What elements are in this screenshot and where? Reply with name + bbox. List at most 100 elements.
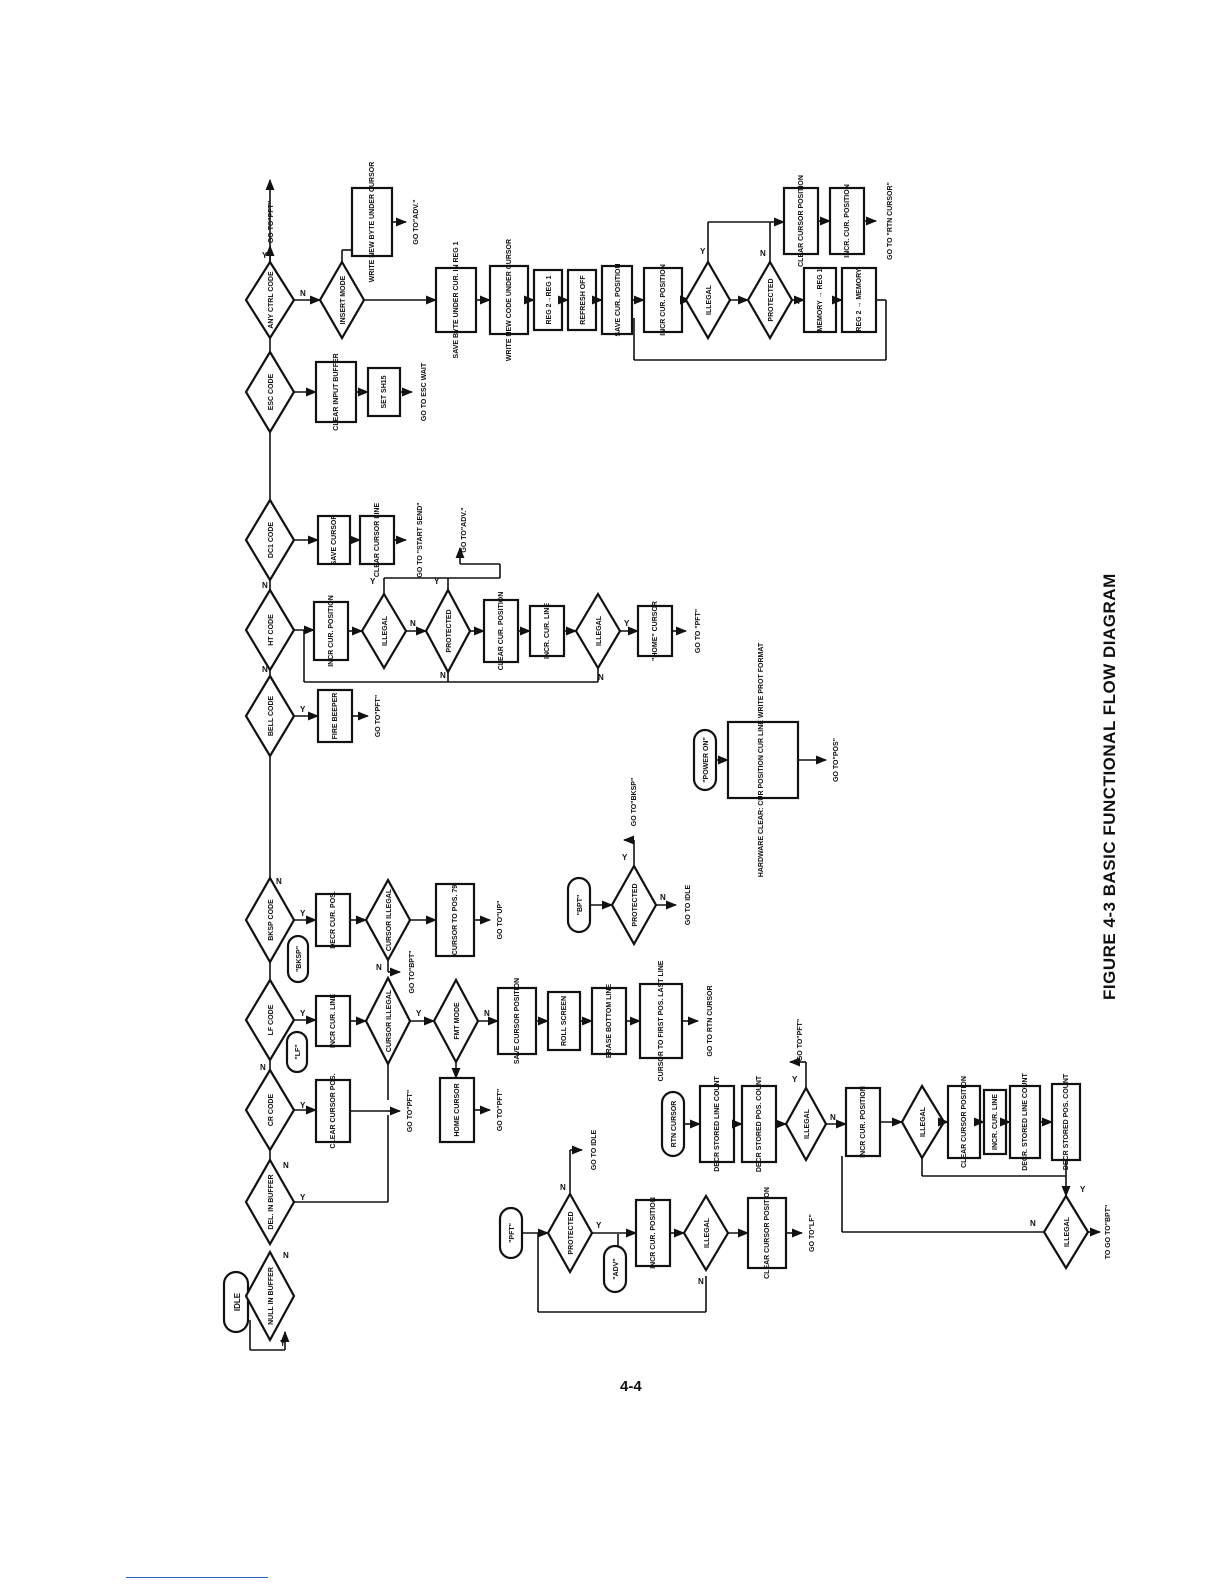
svg-text:CLEAR CURSOR POSITION: CLEAR CURSOR POSITION [798,175,805,267]
footer-rule [126,1577,268,1578]
go-to-bksp: GO TO"BKSP" [631,778,638,827]
svg-text:"POWER ON": "POWER ON" [703,737,710,783]
svg-text:REG 2 → MEMORY: REG 2 → MEMORY [856,268,863,331]
svg-text:N: N [262,665,268,674]
idle-label: IDLE [233,1292,242,1311]
svg-text:N: N [660,893,666,902]
svg-text:CLEAR CURSOR POSITION: CLEAR CURSOR POSITION [961,1076,968,1168]
svg-text:DECR CUR. POS.: DECR CUR. POS. [330,891,337,949]
go-to-lf: GO TO"LF" [809,1214,816,1252]
svg-text:N: N [560,1183,566,1192]
svg-text:N: N [283,1251,289,1260]
decision-cr-code: CR CODE Y [244,1067,318,1153]
go-to-pft-bell: GO TO"PFT" [375,695,382,737]
lf-branch: INCR CUR. LINE CURSOR ILLEGAL Y FMT MODE… [314,960,714,1100]
svg-text:HARDWARE CLEAR: CUR POSITION C: HARDWARE CLEAR: CUR POSITION CUR LINE WR… [758,642,765,877]
svg-text:INCR CUR. POSITION: INCR CUR. POSITION [328,595,335,667]
decision-bksp-code: BKSP CODE N Y [244,875,318,965]
svg-text:Y: Y [700,247,706,256]
bksp-entry-terminal: "BKSP" [286,934,310,984]
svg-text:"PFT": "PFT" [509,1223,516,1243]
svg-text:ILLEGAL: ILLEGAL [1064,1216,1071,1247]
svg-text:RTN CURSOR: RTN CURSOR [671,1101,678,1148]
bell-branch: FIRE BEEPER GO TO"PFT" [316,688,382,744]
any-ctrl-code-label: ANY CTRL CODE [268,271,275,329]
decision-null-in-buffer: NULL IN BUFFER N Y [244,1249,296,1348]
to-go-to-bpt: TO GO TO"BPT" [1105,1205,1112,1260]
dc1-branch: SAVE CURSOR CLEAR CURSOR LINE GO TO "STA… [316,502,424,578]
svg-text:INCR CUR. LINE: INCR CUR. LINE [330,994,337,1048]
svg-text:N: N [760,249,766,258]
svg-text:N: N [260,1063,266,1072]
svg-text:N: N [440,671,446,680]
svg-text:FIRE BEEPER: FIRE BEEPER [332,693,339,740]
idle-terminal: IDLE [222,1270,250,1334]
svg-text:N: N [262,581,268,590]
svg-text:CURSOR ILLEGAL: CURSOR ILLEGAL [386,989,393,1052]
box-home-cursor: HOME CURSOR GO TO"PFT" [438,1076,504,1144]
svg-text:FMT MODE: FMT MODE [454,1002,461,1040]
svg-text:CURSOR TO POS. 79: CURSOR TO POS. 79 [452,885,459,955]
go-to-adv-ht: GO TO"ADV." [461,507,468,552]
power-on-block: "POWER ON" HARDWARE CLEAR: CUR POSITION … [692,642,840,877]
svg-text:ILLEGAL: ILLEGAL [920,1106,927,1137]
svg-text:Y: Y [300,1101,306,1110]
svg-text:N: N [484,1009,490,1018]
ht-branch: INCR CUR. POSITION ILLEGAL Y N PROTECTED… [303,507,702,683]
svg-text:INCR. CUR. POSITION: INCR. CUR. POSITION [844,184,851,258]
bell-code-label: BELL CODE [268,696,275,737]
svg-text:DECR. STORED LINE COUNT: DECR. STORED LINE COUNT [1022,1073,1029,1171]
svg-text:INCR. CUR. LINE: INCR. CUR. LINE [992,1094,999,1150]
svg-text:DECR STORED POS. COUNT: DECR STORED POS. COUNT [756,1075,763,1172]
rtn-cursor-block: RTN CURSOR DECR STORED LINE COUNT DECR S… [660,1019,1112,1271]
go-to-idle-bpt: GO TO IDLE [685,885,692,926]
null-in-buffer-label: NULL IN BUFFER [268,1267,275,1325]
svg-text:WRITE NEW BYTE UNDER CURSOR: WRITE NEW BYTE UNDER CURSOR [369,162,376,283]
svg-text:Y: Y [262,251,268,260]
decision-dc1-code: DC1 CODE [244,497,320,583]
svg-text:Y: Y [300,909,306,918]
go-to-rtn-cursor-ctrl: GO TO "RTN CURSOR" [887,182,894,260]
svg-text:SAVE BYTE UNDER CUR. IN REG 1: SAVE BYTE UNDER CUR. IN REG 1 [453,241,460,358]
svg-text:N: N [376,963,382,972]
svg-text:PROTECTED: PROTECTED [632,883,639,926]
bksp-code-label: BKSP CODE [268,899,275,941]
decision-any-ctrl-code: ANY CTRL CODE Y N GO TO"PFT" [244,201,322,341]
svg-text:SET SH15: SET SH15 [381,375,388,408]
svg-text:PROTECTED: PROTECTED [768,278,775,321]
svg-text:"HOME" CURSOR: "HOME" CURSOR [652,601,659,661]
svg-text:ILLEGAL: ILLEGAL [596,615,603,646]
svg-text:CLEAR INPUT BUFFER: CLEAR INPUT BUFFER [333,353,340,430]
box-clear-cursor-pos: CLEAR CURSOR POS. GO TO"PFT" [314,1073,414,1149]
cr-code-label: CR CODE [268,1094,275,1127]
svg-text:INSERT MODE: INSERT MODE [340,275,347,324]
svg-text:N: N [1030,1219,1036,1228]
go-to-adv-ctrl: GO TO"ADV." [413,199,420,244]
decision-ht-code: HT CODE N [244,581,316,673]
svg-text:ERASE BOTTOM LINE: ERASE BOTTOM LINE [606,984,613,1058]
svg-text:ILLEGAL: ILLEGAL [704,1217,711,1248]
svg-text:Y: Y [300,705,306,714]
svg-text:CLEAR CURSOR POSITION: CLEAR CURSOR POSITION [764,1187,771,1279]
svg-text:CURSOR ILLEGAL: CURSOR ILLEGAL [386,888,393,951]
svg-text:ROLL SCREEN: ROLL SCREEN [561,996,568,1046]
svg-text:N: N [830,1113,836,1122]
svg-text:MEMORY → REG 1: MEMORY → REG 1 [817,268,824,331]
figure-title-text: FIGURE 4-3 BASIC FUNCTIONAL FLOW DIAGRAM [1100,573,1119,1000]
svg-text:HOME CURSOR: HOME CURSOR [454,1083,461,1136]
go-to-pft-top: GO TO"PFT" [268,201,275,243]
svg-text:DECR STORED LINE COUNT: DECR STORED LINE COUNT [714,1076,721,1172]
svg-text:INCR CUR. POSITION: INCR CUR. POSITION [860,1086,867,1158]
del-in-buffer-label: DEL. IN BUFFER [268,1174,275,1229]
svg-text:CLEAR CUR. POSITION: CLEAR CUR. POSITION [498,592,505,671]
svg-text:REG 2→REG 1: REG 2→REG 1 [546,275,553,324]
dc1-code-label: DC1 CODE [268,522,275,559]
svg-text:N: N [276,877,282,886]
svg-text:ILLEGAL: ILLEGAL [706,284,713,315]
svg-text:"BKSP": "BKSP" [296,946,303,972]
bpt-block: "BPT" PROTECTED Y N GO TO"BKSP" GO TO ID… [566,778,692,947]
svg-text:INCR. CUR. LINE: INCR. CUR. LINE [544,603,551,659]
svg-text:Y: Y [434,577,440,586]
svg-text:ILLEGAL: ILLEGAL [382,615,389,646]
svg-text:"BPT": "BPT" [577,895,584,916]
